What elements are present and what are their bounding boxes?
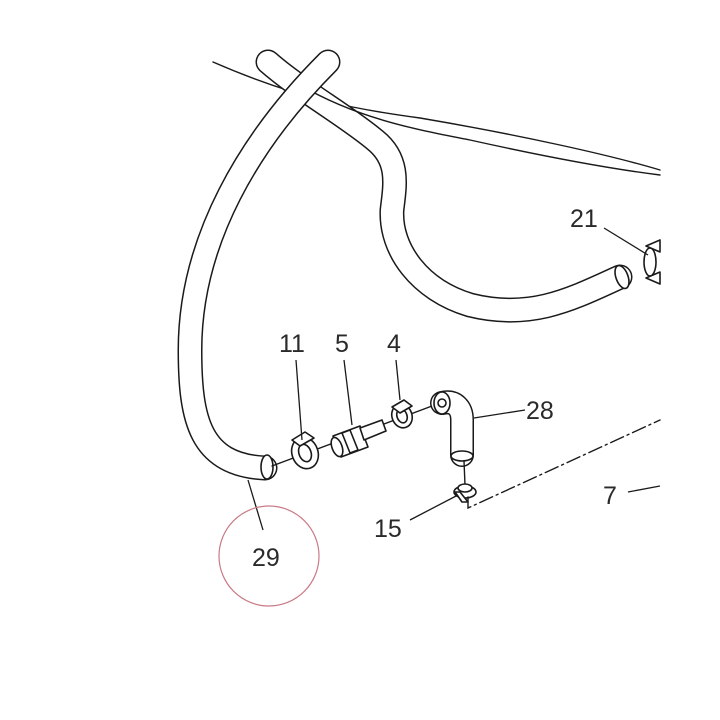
elbow-axis-line [463, 460, 466, 486]
leader-15 [409, 494, 459, 521]
callout-21: 21 [570, 205, 598, 233]
clamp-15 [453, 483, 477, 503]
alignment-dashed-line [467, 419, 661, 510]
callout-7: 7 [603, 482, 617, 510]
mid-edge-line [299, 84, 661, 176]
callout-28: 28 [526, 397, 554, 425]
elbow-hose-28 [430, 390, 474, 467]
upper-hose-end [614, 264, 630, 290]
upper-hose [255, 49, 633, 323]
clamp-21 [643, 239, 661, 285]
highlight-circle-29 [218, 505, 320, 607]
leader-29 [247, 479, 264, 531]
callout-5: 5 [335, 330, 349, 358]
callout-11: 11 [279, 330, 305, 358]
leader-28 [473, 409, 526, 419]
leader-11 [295, 359, 303, 441]
clamp-4 [390, 399, 414, 429]
leader-5 [343, 359, 353, 426]
clamp-11 [290, 431, 320, 470]
fitting-5 [330, 419, 387, 458]
callout-29: 29 [252, 544, 280, 572]
leader-7 [627, 485, 661, 493]
callout-15: 15 [374, 515, 402, 543]
hose-29 [177, 49, 341, 481]
leader-4 [395, 359, 401, 401]
callout-4: 4 [387, 330, 401, 358]
leader-21 [603, 227, 649, 256]
hose-29-end [260, 454, 274, 480]
